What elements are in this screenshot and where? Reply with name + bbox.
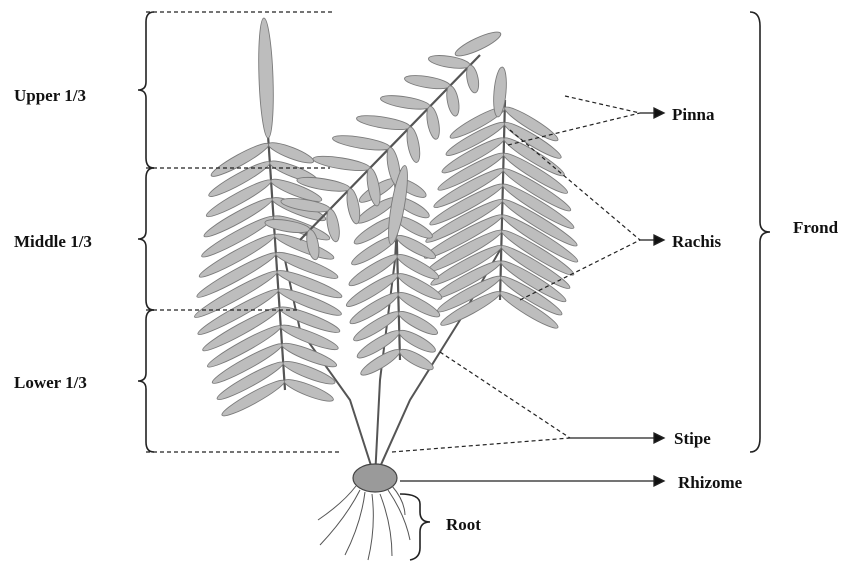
pinna-arrow-head xyxy=(654,108,664,118)
label-pinna: Pinna xyxy=(672,106,715,123)
frond-upper-pinna xyxy=(404,73,451,91)
label-upper-third: Upper 1/3 xyxy=(14,87,86,104)
label-lower-third: Lower 1/3 xyxy=(14,374,87,391)
frond-upper-pinna xyxy=(445,85,462,117)
frond-upper-pinna xyxy=(345,188,363,225)
brace-lower-third xyxy=(138,310,154,452)
brace-upper-third xyxy=(138,12,154,168)
root-strand xyxy=(368,494,373,560)
frond-upper-pinna xyxy=(405,126,423,164)
root-strand xyxy=(392,486,405,515)
pinna-leader-1 xyxy=(565,96,640,113)
root-strand xyxy=(388,490,410,540)
rhizome-arrow-head xyxy=(654,476,664,486)
label-frond: Frond xyxy=(793,219,838,236)
brace-frond xyxy=(750,12,770,452)
rachis-arrow-head xyxy=(654,235,664,245)
root-strand xyxy=(320,490,360,545)
frond-upper-pinna xyxy=(332,133,391,153)
root-strand xyxy=(345,492,365,555)
frond-upper-pinna xyxy=(428,53,471,71)
brace-root xyxy=(400,494,430,560)
label-rhizome: Rhizome xyxy=(678,474,742,491)
stipe-leader-1 xyxy=(440,352,570,438)
brace-middle-third xyxy=(138,168,154,310)
label-stipe: Stipe xyxy=(674,430,711,447)
rhizome-body xyxy=(353,464,397,492)
root-strand xyxy=(318,486,356,520)
label-rachis: Rachis xyxy=(672,233,721,250)
frond-upper-pinna xyxy=(425,105,442,140)
terminal-pinna-upper xyxy=(453,28,503,60)
label-root: Root xyxy=(446,516,481,533)
label-middle-third: Middle 1/3 xyxy=(14,233,92,250)
frond-upper-pinna xyxy=(356,113,411,133)
root-strand xyxy=(380,494,392,556)
frond-upper-pinna xyxy=(465,64,481,94)
terminal-pinna-left xyxy=(257,18,275,138)
stipe-arrow-head xyxy=(654,433,664,443)
frond-upper-pinna xyxy=(312,153,371,173)
stipe-leader-2 xyxy=(392,438,570,452)
frond-upper-pinna xyxy=(380,93,431,112)
